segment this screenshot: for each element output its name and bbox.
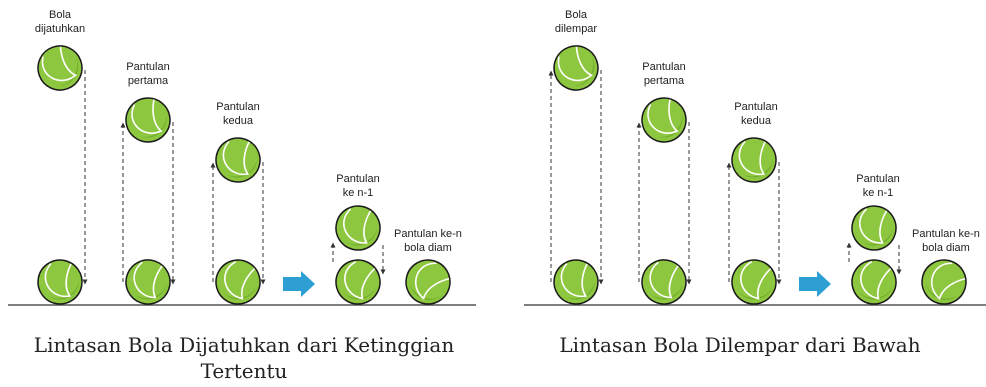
tennis-ball-icon [335,259,381,305]
right-arrow-icon [799,271,831,297]
tennis-ball-icon [335,205,381,251]
left-rest-label-2: bola diam [404,242,452,254]
right-rest-label-1: Pantulan ke-n [912,228,980,240]
left-nth-label-2: ke n-1 [343,187,374,199]
left-first-label-2: pertama [128,75,169,87]
right-caption: Lintasan Bola Dilempar dari Bawah [559,333,920,357]
tennis-ball-icon [553,45,599,91]
left-first-label-1: Pantulan [126,61,169,73]
tennis-ball-icon [215,137,261,183]
right-rest-label-2: bola diam [922,242,970,254]
tennis-ball-icon [405,259,451,305]
right-start-label-1: Bola [565,9,588,21]
left-second-label-1: Pantulan [216,101,259,113]
left-start-label-2: dijatuhkan [35,23,85,35]
left-caption-line-2: Tertentu [201,359,288,383]
tennis-ball-icon [37,45,83,91]
right-panel [524,45,986,306]
left-caption-line-1: Lintasan Bola Dijatuhkan dari Ketinggian [34,333,455,357]
tennis-ball-icon [553,259,599,305]
left-panel [8,45,476,306]
right-arrow-icon [283,271,315,297]
tennis-ball-icon [641,259,687,305]
right-first-label-1: Pantulan [642,61,685,73]
tennis-ball-icon [125,259,171,305]
tennis-ball-icon [731,137,777,183]
right-nth-label-1: Pantulan [856,173,899,185]
right-first-label-2: pertama [644,75,685,87]
left-nth-label-1: Pantulan [336,173,379,185]
tennis-ball-icon [851,259,897,305]
left-start-label-1: Bola [49,9,72,21]
tennis-ball-icon [921,259,967,305]
left-rest-label-1: Pantulan ke-n [394,228,462,240]
tennis-ball-icon [641,97,687,143]
tennis-ball-icon [731,259,777,305]
right-second-label-2: kedua [741,115,772,127]
tennis-ball-icon [215,259,261,305]
left-second-label-2: kedua [223,115,254,127]
tennis-ball-icon [37,259,83,305]
tennis-ball-icon [851,205,897,251]
right-second-label-1: Pantulan [734,101,777,113]
right-nth-label-2: ke n-1 [863,187,894,199]
tennis-ball-icon [125,97,171,143]
right-start-label-2: dilempar [555,23,598,35]
